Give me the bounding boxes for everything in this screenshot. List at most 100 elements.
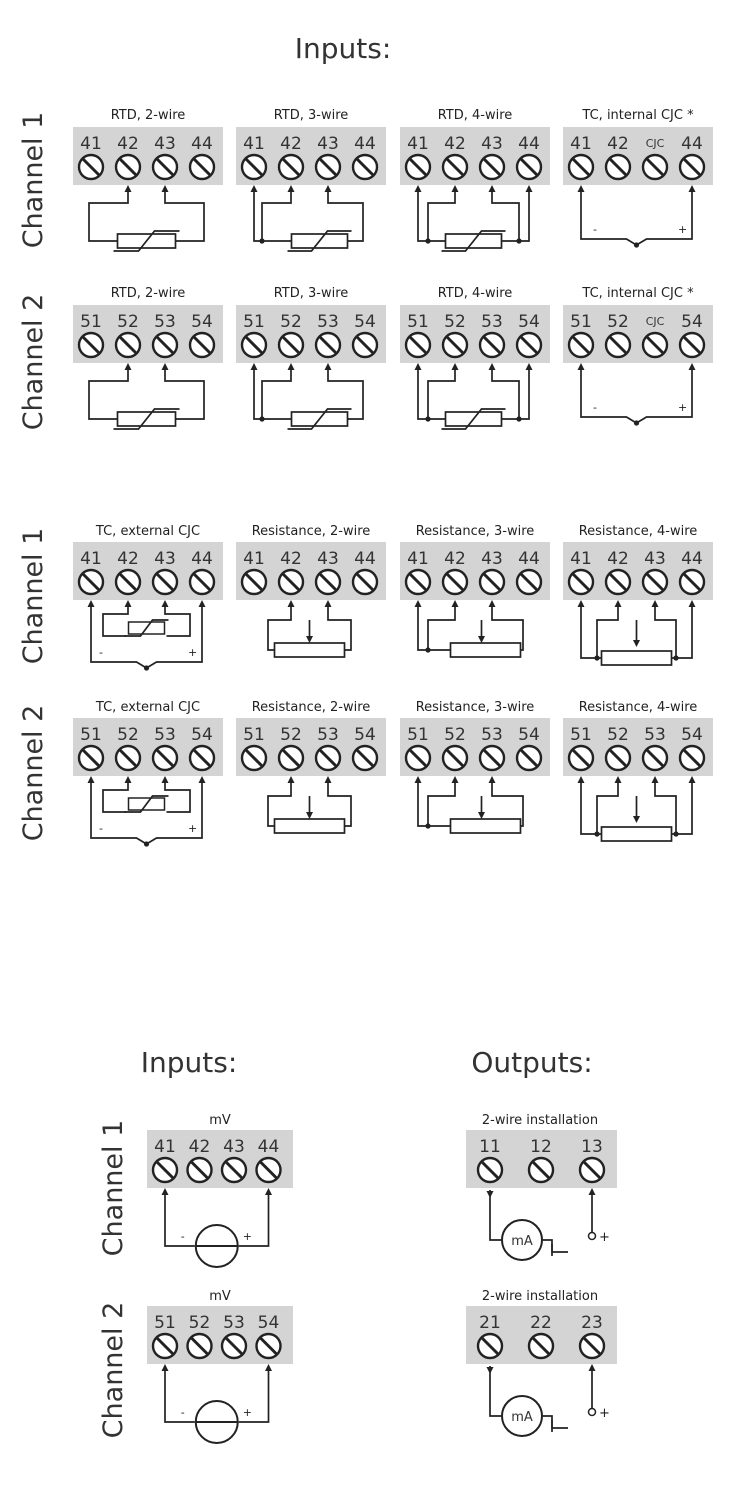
wire-arrow — [651, 600, 659, 607]
terminal-screw — [151, 1156, 179, 1184]
minus-sign: - — [99, 646, 103, 659]
block-title: RTD, 4-wire — [438, 286, 513, 301]
junction-dot — [259, 238, 265, 244]
terminal-screw — [478, 744, 506, 772]
terminal-label-cjc: CJC — [646, 137, 665, 150]
wire-arrow — [324, 363, 332, 370]
terminal-screw — [314, 744, 342, 772]
block-title: 2-wire installation — [482, 1113, 598, 1128]
terminal-screw — [114, 331, 142, 359]
terminal-number: 42 — [444, 549, 466, 569]
terminal-screw — [277, 744, 305, 772]
minus-sign: - — [99, 822, 103, 835]
minus-sign: - — [181, 1230, 185, 1243]
terminal-number: 41 — [154, 1137, 176, 1157]
supply-terminal — [587, 1407, 597, 1417]
terminal-screw — [188, 744, 216, 772]
terminal-screw — [578, 1332, 606, 1360]
wire-arrow — [198, 600, 206, 607]
block-title: Resistance, 4-wire — [579, 700, 698, 715]
junction-dot — [594, 831, 600, 837]
minus-sign: - — [593, 223, 597, 236]
wire — [491, 365, 520, 419]
wire-arrow — [588, 1188, 596, 1195]
wire-arrow — [577, 185, 585, 192]
wire-arrow — [161, 363, 169, 370]
cjc-sensor-symbol — [124, 795, 169, 813]
wiper-arrow — [478, 812, 485, 819]
block-title: Resistance, 2-wire — [252, 700, 371, 715]
block-title: RTD, 2-wire — [111, 286, 186, 301]
terminal-screw — [515, 568, 543, 596]
terminal-number: 43 — [644, 549, 666, 569]
wire-arrow — [124, 185, 132, 192]
wire — [427, 365, 456, 419]
wire — [164, 778, 191, 813]
terminal-screw — [240, 153, 268, 181]
terminal-screw — [678, 568, 706, 596]
block-title: RTD, 4-wire — [438, 108, 513, 123]
wire-arrow — [451, 776, 459, 783]
wire — [654, 602, 677, 658]
junction-dot — [425, 647, 431, 653]
terminal-screw — [404, 744, 432, 772]
block-title: 2-wire installation — [482, 1289, 598, 1304]
plus-sign: + — [243, 1230, 252, 1243]
wire-arrow — [287, 363, 295, 370]
terminal-screw — [604, 568, 632, 596]
terminal-screw — [114, 153, 142, 181]
terminal-screw — [441, 568, 469, 596]
cjc-sensor-symbol — [124, 619, 169, 637]
wire — [596, 602, 619, 658]
wire — [654, 778, 677, 834]
terminal-screw — [476, 1332, 504, 1360]
terminal-number: 41 — [80, 549, 102, 569]
terminal-number: 51 — [243, 312, 265, 332]
plus-sign: + — [599, 1406, 610, 1421]
terminal-number: 44 — [518, 549, 540, 569]
wire-arrow — [688, 363, 696, 370]
terminal-number: 54 — [191, 725, 213, 745]
terminal-number: 42 — [607, 549, 629, 569]
terminal-number: 52 — [189, 1313, 211, 1333]
resistor-symbol — [273, 642, 346, 658]
terminal-screw — [188, 331, 216, 359]
terminal-screw — [255, 1156, 282, 1184]
wire-arrow — [688, 776, 696, 783]
wire-arrow — [124, 776, 132, 783]
block-title: TC, internal CJC * — [581, 108, 694, 123]
wire-arrow — [488, 600, 496, 607]
terminal-number: 52 — [280, 312, 302, 332]
junction-dot — [143, 841, 150, 847]
terminal-screw — [441, 744, 469, 772]
terminal-screw — [678, 153, 706, 181]
wire-arrow — [588, 1364, 596, 1371]
wire — [238, 1190, 270, 1247]
terminal-screw — [77, 153, 105, 181]
junction-dot — [259, 416, 265, 422]
terminal-screw — [77, 568, 105, 596]
terminal-screw — [567, 568, 595, 596]
terminal-screw — [351, 153, 379, 181]
terminal-screw — [351, 331, 379, 359]
terminal-number: 23 — [581, 1313, 603, 1333]
wire — [238, 1366, 270, 1423]
terminal-number: 43 — [154, 549, 176, 569]
wire — [253, 187, 364, 242]
wire-arrow — [87, 600, 95, 607]
terminal-number: 51 — [243, 725, 265, 745]
terminal-screw — [527, 1156, 555, 1184]
terminal-number: 42 — [607, 134, 629, 154]
terminal-number: 53 — [154, 312, 176, 332]
wire-arrow — [486, 1191, 494, 1198]
resistor-symbol — [600, 826, 673, 842]
block-title: mV — [209, 1289, 231, 1304]
terminal-number: 51 — [407, 725, 429, 745]
terminal-screw — [567, 153, 595, 181]
